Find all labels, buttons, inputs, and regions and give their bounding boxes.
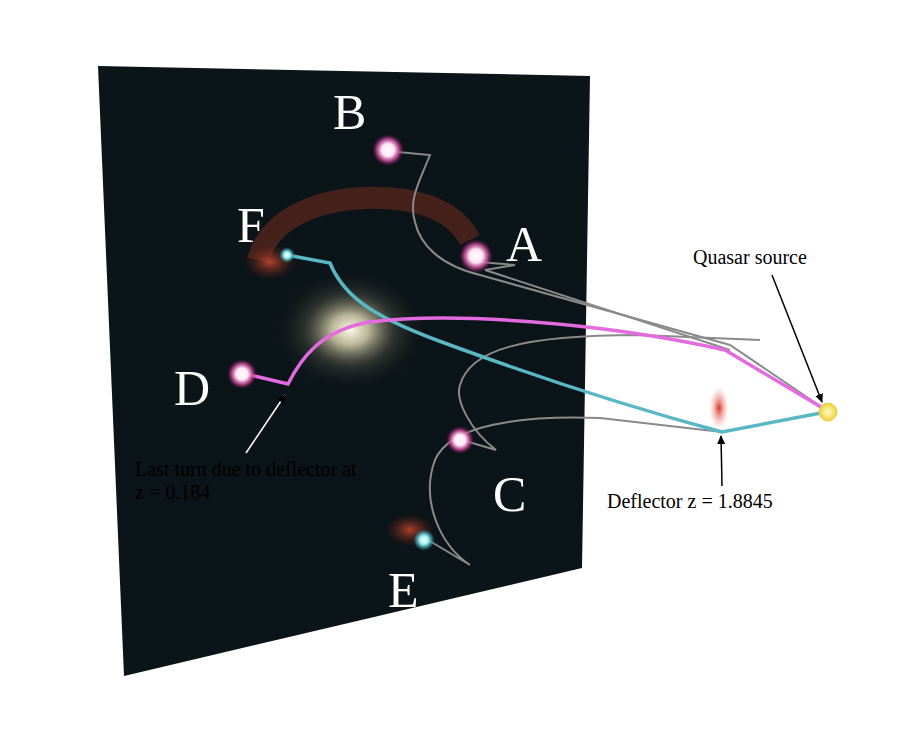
leader-arrow bbox=[246, 395, 285, 453]
leader-arrow bbox=[772, 275, 822, 402]
annotation: Deflector z = 1.8845 bbox=[607, 490, 773, 513]
lens-galaxy bbox=[275, 270, 425, 390]
deflector bbox=[709, 386, 729, 430]
sky-panel bbox=[98, 66, 590, 676]
quasar-image bbox=[413, 529, 435, 551]
quasar-image bbox=[459, 239, 493, 273]
image-letter: C bbox=[493, 466, 526, 524]
light-path-d bbox=[246, 318, 826, 410]
annotation: Quasar source bbox=[693, 246, 807, 269]
quasar-image bbox=[227, 359, 257, 389]
light-path-f bbox=[287, 255, 826, 432]
image-letter: A bbox=[506, 216, 542, 274]
light-paths bbox=[398, 152, 826, 565]
leader-arrow bbox=[721, 436, 722, 486]
image-letter: F bbox=[237, 197, 265, 255]
image-letter: E bbox=[388, 562, 419, 620]
image-letter: D bbox=[174, 360, 210, 418]
quasar-image bbox=[372, 134, 404, 166]
quasar-image bbox=[446, 426, 474, 454]
quasar-image bbox=[279, 247, 295, 263]
annotation: Last turn due to deflector at z = 0.184 bbox=[135, 458, 370, 504]
image-letter: B bbox=[333, 84, 366, 142]
quasar-source bbox=[819, 403, 837, 421]
